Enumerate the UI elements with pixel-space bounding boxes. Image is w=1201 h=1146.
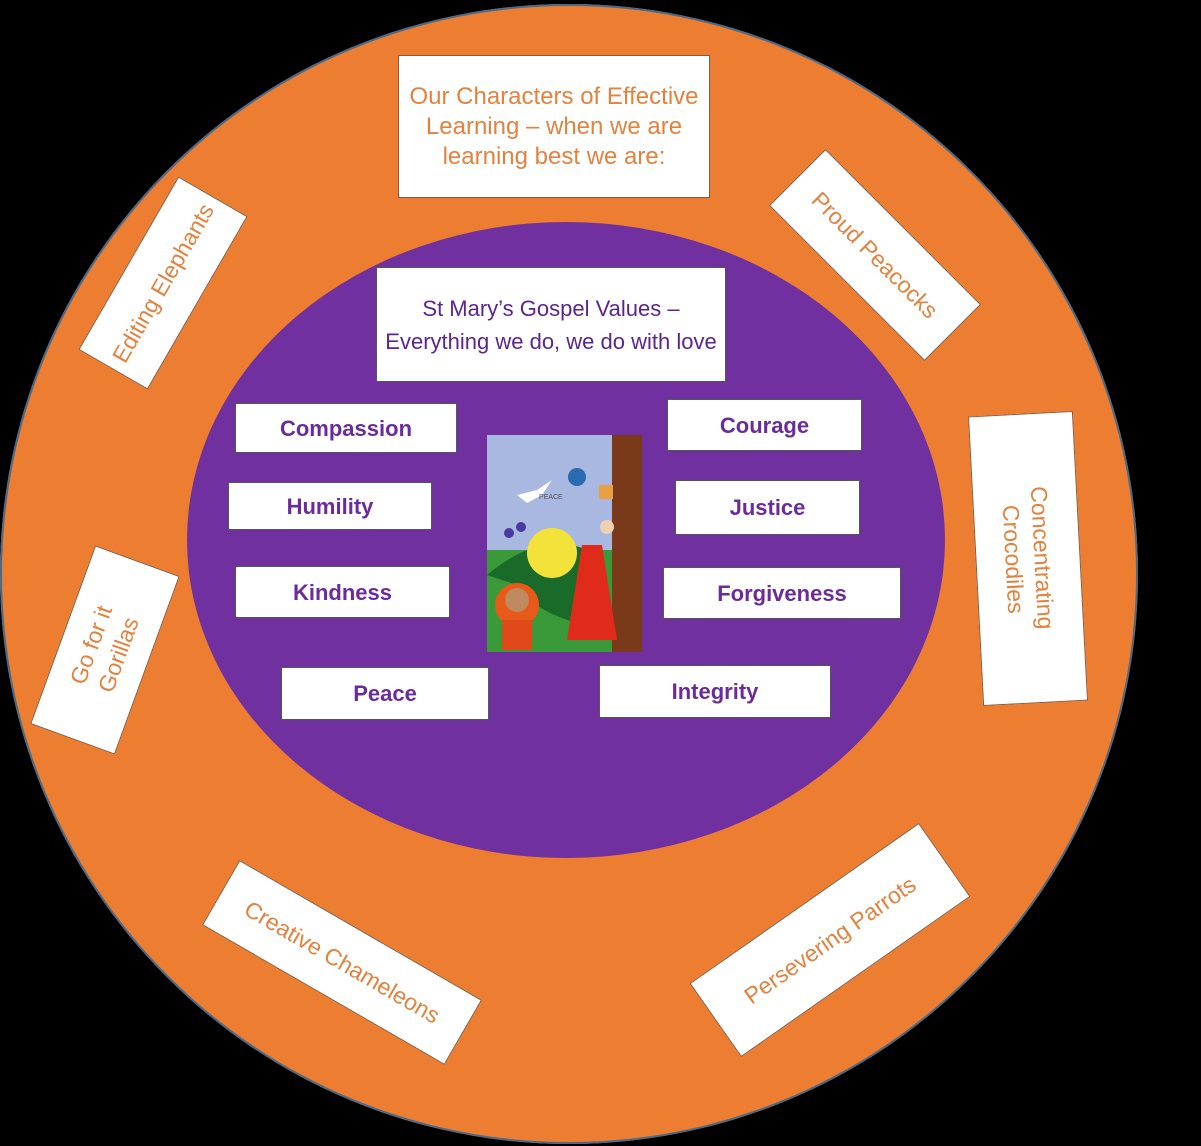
value-justice: Justice	[675, 480, 860, 535]
value-forgiveness: Forgiveness	[663, 567, 901, 619]
character-concentrating-crocodiles: Concentrating Crocodiles	[967, 410, 1089, 707]
inner-title: St Mary’s Gospel Values – Everything we …	[385, 295, 717, 354]
character-label: Go for it Gorillas	[64, 602, 144, 696]
inner-title-box: St Mary’s Gospel Values – Everything we …	[376, 267, 726, 382]
value-kindness: Kindness	[235, 566, 450, 618]
dove-icon	[517, 480, 552, 503]
value-humility: Humility	[228, 482, 432, 530]
value-courage: Courage	[667, 399, 862, 451]
value-peace: Peace	[281, 667, 489, 720]
outer-title: Our Characters of Effective Learning – w…	[409, 82, 699, 170]
value-integrity: Integrity	[599, 665, 831, 718]
gospel-values-painting: PEACE	[487, 435, 642, 652]
sun-icon	[527, 528, 577, 578]
woman-figure	[567, 545, 617, 640]
character-label: Concentrating Crocodiles	[998, 485, 1060, 630]
value-compassion: Compassion	[235, 403, 457, 453]
tree-trunk	[612, 435, 642, 652]
outer-title-box: Our Characters of Effective Learning – w…	[398, 55, 710, 198]
painting-text: PEACE	[539, 494, 563, 501]
